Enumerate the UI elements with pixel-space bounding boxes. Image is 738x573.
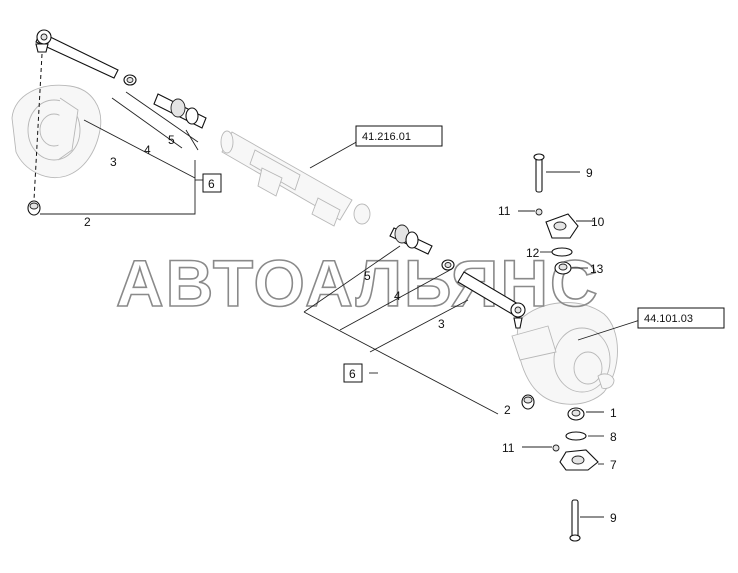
callout-right-10: 10 bbox=[591, 215, 605, 229]
callout-left-3: 3 bbox=[110, 155, 117, 169]
bolt-bottom bbox=[569, 499, 581, 542]
callout-right-11-top: 11 bbox=[498, 204, 511, 218]
callout-center-4: 4 bbox=[394, 289, 401, 303]
group-label-center: 6 bbox=[349, 367, 356, 381]
callout-left-5: 5 bbox=[168, 133, 175, 147]
nut-center bbox=[441, 259, 455, 271]
nut-left bbox=[123, 74, 137, 86]
callout-left-4: 4 bbox=[144, 143, 151, 157]
leader-lines bbox=[40, 91, 641, 518]
bearing-13 bbox=[554, 261, 572, 275]
callout-right-8: 8 bbox=[610, 430, 617, 444]
callout-center-5: 5 bbox=[364, 269, 371, 283]
group-box-left[interactable]: 6 bbox=[202, 173, 222, 193]
ref-box-41-216-01[interactable]: 41.216.01 bbox=[355, 125, 443, 147]
callout-right-11-bottom: 11 bbox=[502, 441, 515, 455]
grease-nipple-top bbox=[535, 208, 543, 216]
ball-joint-left bbox=[153, 93, 207, 129]
tie-rod-right bbox=[457, 271, 526, 329]
pivot-axis-left bbox=[33, 53, 43, 201]
king-pin-cap-bottom bbox=[559, 449, 599, 471]
callout-right-9-bottom: 9 bbox=[610, 511, 617, 525]
axle-housing-left-faint bbox=[11, 84, 102, 178]
steering-cylinder-faint bbox=[220, 130, 371, 227]
bolt-top bbox=[533, 153, 545, 193]
group-box-center[interactable]: 6 bbox=[343, 363, 363, 383]
washer-8 bbox=[565, 431, 587, 441]
bushing-left bbox=[27, 200, 41, 216]
bushing-center bbox=[521, 394, 535, 410]
grease-nipple-bottom bbox=[552, 444, 560, 452]
callout-right-9-top: 9 bbox=[586, 166, 593, 180]
king-pin-cap-top bbox=[545, 213, 579, 239]
tie-rod-left bbox=[35, 29, 119, 79]
ball-joint-center bbox=[389, 224, 433, 255]
callout-right-7: 7 bbox=[610, 458, 617, 472]
ref-label-41-216-01: 41.216.01 bbox=[362, 131, 411, 143]
callout-center-3: 3 bbox=[438, 317, 445, 331]
axle-housing-right-faint bbox=[511, 302, 618, 405]
callout-right-1: 1 bbox=[610, 406, 617, 420]
ref-box-44-101-03[interactable]: 44.101.03 bbox=[637, 307, 725, 329]
ref-label-44-101-03: 44.101.03 bbox=[644, 313, 693, 325]
group-label-left: 6 bbox=[208, 177, 215, 191]
callout-right-12: 12 bbox=[526, 246, 540, 260]
washer-12 bbox=[551, 247, 573, 257]
callout-left-2: 2 bbox=[84, 215, 91, 229]
bearing-1 bbox=[567, 407, 585, 421]
callout-right-13: 13 bbox=[590, 262, 604, 276]
callout-center-2: 2 bbox=[504, 403, 511, 417]
